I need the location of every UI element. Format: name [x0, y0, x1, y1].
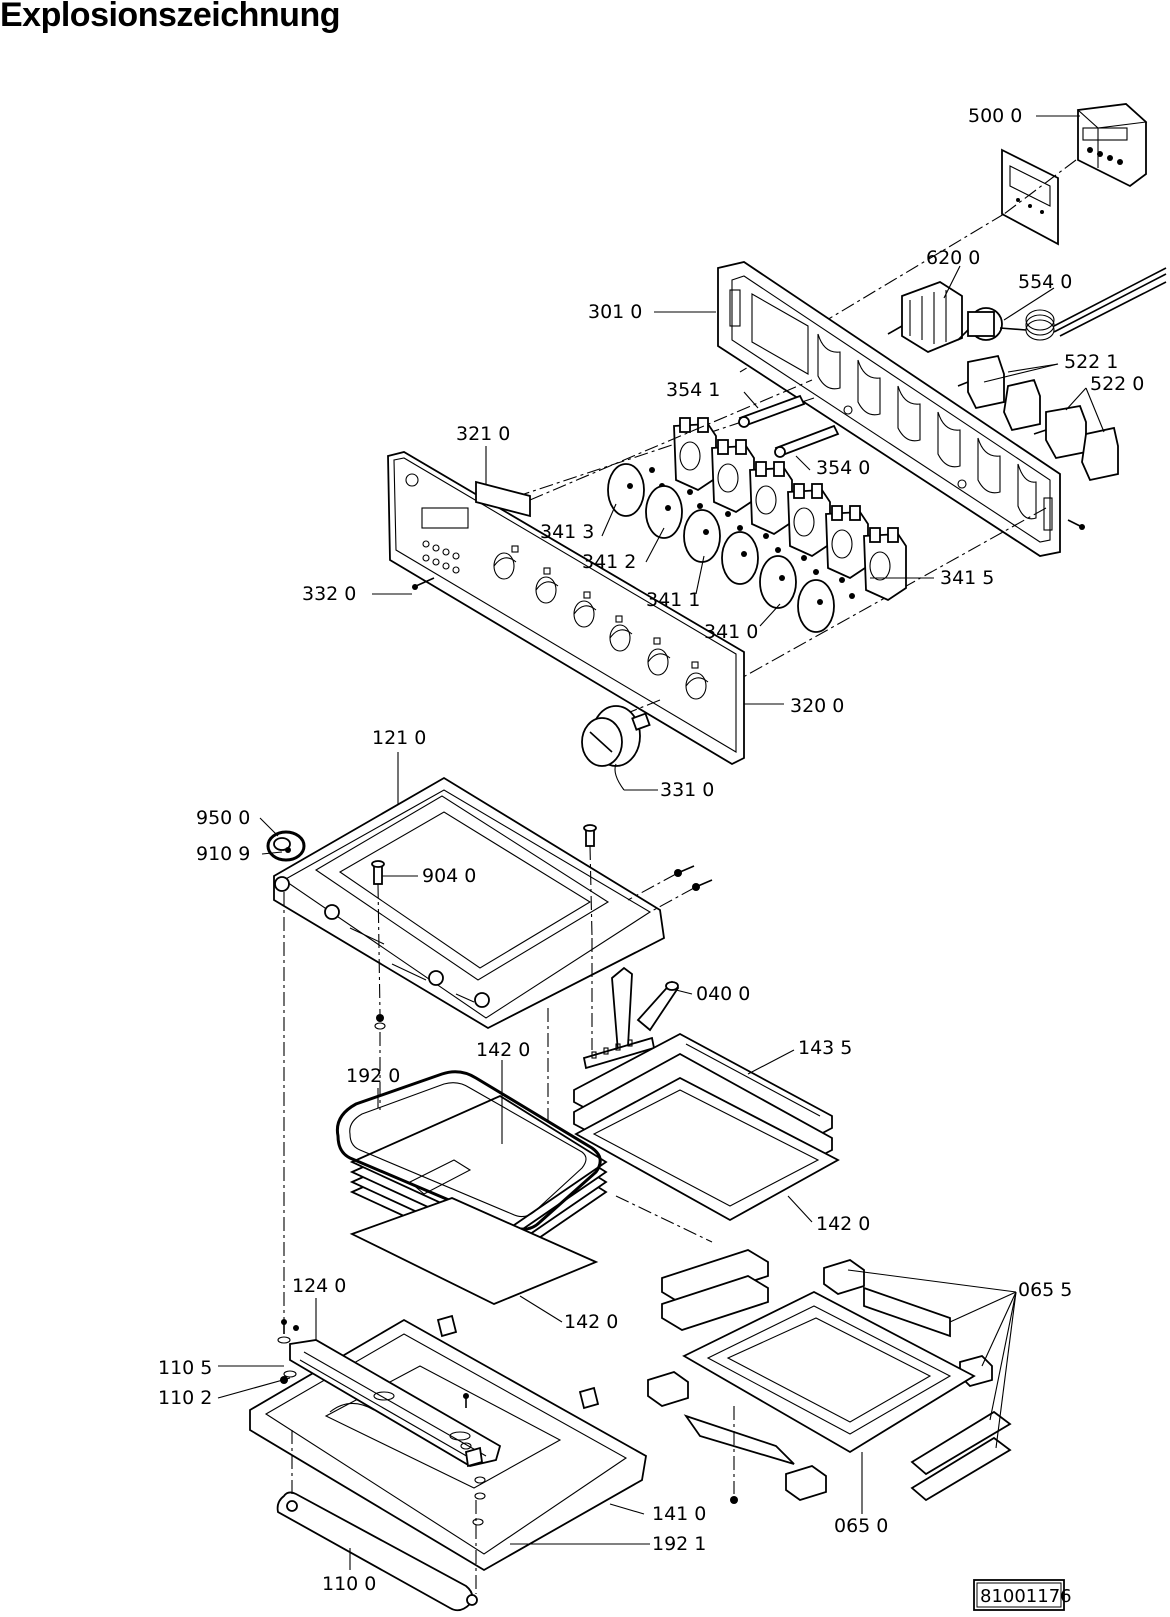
rocker-switch-part [957, 354, 1119, 482]
door-frame-part [273, 776, 665, 1030]
part-label-332-0: 332 0 [302, 583, 356, 605]
part-label-065-5: 065 5 [1018, 1279, 1072, 1301]
terminal-bracket-part [1001, 148, 1059, 246]
glass-frame-part [682, 1290, 976, 1454]
panel-symbols [511, 545, 699, 669]
part-label-321-0: 321 0 [456, 423, 510, 445]
bracket-part [436, 1314, 600, 1468]
panel-screw-part [412, 577, 435, 590]
part-label-341-2: 341 2 [582, 551, 636, 573]
part-label-522-0: 522 0 [1090, 373, 1144, 395]
part-label-143-5: 143 5 [798, 1037, 852, 1059]
spacer-block-part [647, 1249, 1012, 1502]
door-gasket-part [335, 1070, 602, 1231]
terminal-block-part [1076, 103, 1148, 188]
part-label-331-0: 331 0 [660, 779, 714, 801]
glass-pane-part [574, 1076, 840, 1222]
door-hinge-part [582, 966, 680, 1070]
part-label-192-1: 192 1 [652, 1533, 706, 1555]
leader-lines [217, 115, 1105, 1570]
selector-switch-part [887, 281, 963, 354]
screw-part [583, 824, 713, 937]
part-label-910-9: 910 9 [196, 843, 250, 865]
control-knob-part [581, 705, 651, 767]
thermostat-part [957, 267, 1167, 341]
part-label-554-0: 554 0 [1018, 271, 1072, 293]
part-label-904-0: 904 0 [422, 865, 476, 887]
part-label-141-0: 141 0 [652, 1503, 706, 1525]
part-label-142-0: 142 0 [476, 1039, 530, 1061]
screw-part [1067, 519, 1085, 530]
knob-openings [493, 552, 709, 700]
hinge-cover-part [266, 830, 306, 862]
part-label-124-0: 124 0 [292, 1275, 346, 1297]
energy-regulator-part [673, 417, 907, 602]
part-label-320-0: 320 0 [790, 695, 844, 717]
scale-disc-part [607, 463, 835, 633]
part-labels: 500 0 620 0 554 0 301 0 522 1 522 0 354 … [158, 105, 1144, 1595]
part-label-142-0: 142 0 [816, 1213, 870, 1235]
control-panel-part [387, 451, 745, 766]
part-label-110-2: 110 2 [158, 1387, 212, 1409]
glass-pane-part [349, 1197, 599, 1305]
part-label-341-0: 341 0 [704, 621, 758, 643]
mounting-frame-part [717, 261, 1061, 557]
spindle-pin-part [738, 394, 840, 458]
part-label-354-0: 354 0 [816, 457, 870, 479]
drawing-number: 81001176 [980, 1586, 1072, 1607]
guide-pin-part [371, 860, 386, 1030]
part-label-341-3: 341 3 [540, 521, 594, 543]
part-label-110-0: 110 0 [322, 1573, 376, 1595]
part-label-121-0: 121 0 [372, 727, 426, 749]
part-label-950-0: 950 0 [196, 807, 250, 829]
part-label-301-0: 301 0 [588, 301, 642, 323]
part-label-142-0: 142 0 [564, 1311, 618, 1333]
part-label-341-1: 341 1 [646, 589, 700, 611]
part-label-192-0: 192 0 [346, 1065, 400, 1087]
indicator-lights [422, 540, 460, 574]
drawing-number-box: 81001176 [973, 1579, 1072, 1611]
screw-part [649, 467, 855, 599]
part-label-040-0: 040 0 [696, 983, 750, 1005]
part-label-341-5: 341 5 [940, 567, 994, 589]
part-label-500-0: 500 0 [968, 105, 1022, 127]
decor-strip-part [475, 480, 531, 518]
part-label-110-5: 110 5 [158, 1357, 212, 1379]
part-label-620-0: 620 0 [926, 247, 980, 269]
part-label-522-1: 522 1 [1064, 351, 1118, 373]
part-label-354-1: 354 1 [666, 379, 720, 401]
page-title: Explosionszeichnung [0, 0, 340, 34]
part-label-065-0: 065 0 [834, 1515, 888, 1537]
